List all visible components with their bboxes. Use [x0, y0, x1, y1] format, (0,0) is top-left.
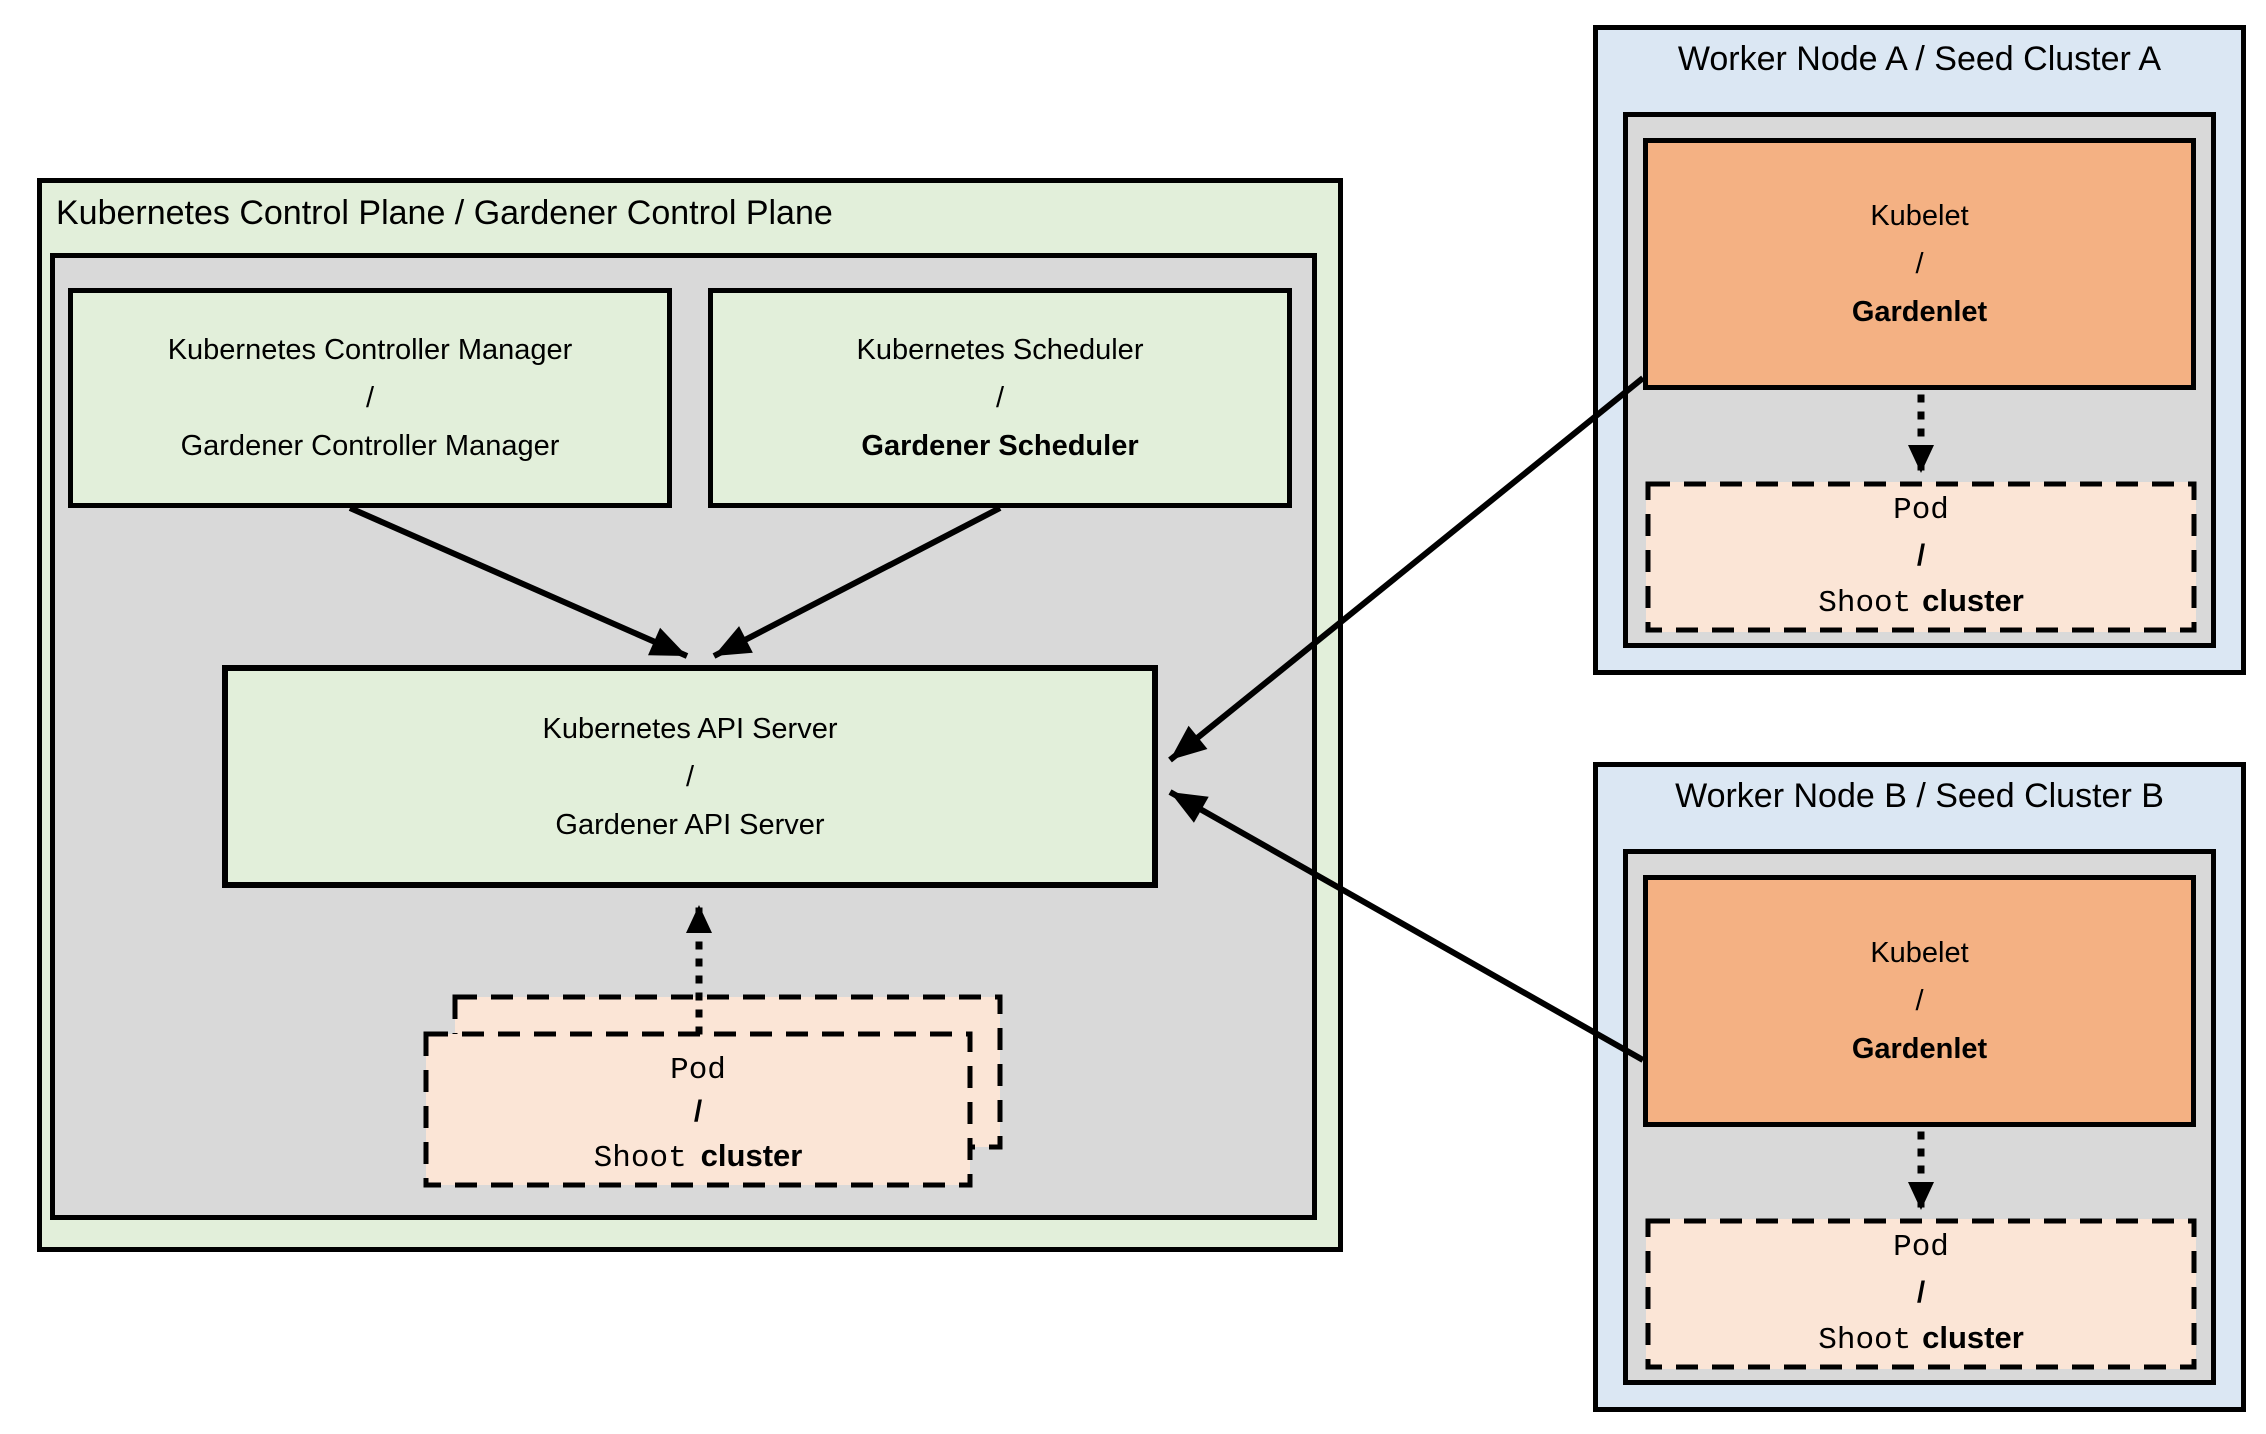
worker-node-a-title: Worker Node A / Seed Cluster A: [1677, 40, 2162, 78]
controller-manager-line1: Kubernetes Controller Manager: [167, 334, 573, 366]
kubelet-gardenlet-b-box: Kubelet / Gardenlet: [1643, 875, 2196, 1127]
pod-a-line2: Shoot cluster: [1818, 578, 2024, 626]
pod-b-line1: Pod: [1893, 1230, 1949, 1265]
scheduler-line1: Kubernetes Scheduler: [856, 334, 1144, 366]
scheduler-slash: /: [995, 382, 1005, 414]
pod-a-shoot-label: Shoot: [1818, 586, 1912, 621]
api-server-line2: Gardener API Server: [555, 808, 825, 841]
pod-shoot-cluster-b-box: Pod / Shoot cluster: [1646, 1219, 2196, 1369]
pod-b-line2: Shoot cluster: [1818, 1315, 2024, 1363]
kubelet-a-line1: Kubelet: [1870, 200, 1969, 232]
worker-node-b-title: Worker Node B / Seed Cluster B: [1675, 777, 2164, 815]
pod-a-line1: Pod: [1893, 493, 1949, 528]
pod-b-shoot-label: Shoot: [1818, 1323, 1912, 1358]
control-plane-title: Kubernetes Control Plane / Gardener Cont…: [56, 194, 833, 232]
scheduler-line2: Gardener Scheduler: [861, 430, 1139, 462]
pod-a-slash: /: [1916, 539, 1926, 572]
pod-shoot-cluster-a-box: Pod / Shoot cluster: [1646, 482, 2196, 632]
kubelet-a-line2: Gardenlet: [1851, 296, 1988, 328]
api-server-box: Kubernetes API Server / Gardener API Ser…: [222, 665, 1158, 888]
kubelet-gardenlet-a-box: Kubelet / Gardenlet: [1643, 138, 2196, 390]
kubelet-b-line2: Gardenlet: [1851, 1033, 1988, 1065]
pod-b-cluster-label: cluster: [1922, 1320, 2024, 1355]
kubelet-b-line1: Kubelet: [1870, 937, 1969, 969]
scheduler-box: Kubernetes Scheduler / Gardener Schedule…: [708, 288, 1292, 508]
controller-manager-slash: /: [365, 382, 375, 414]
controller-manager-box: Kubernetes Controller Manager / Gardener…: [68, 288, 672, 508]
controller-manager-line2: Gardener Controller Manager: [180, 430, 560, 462]
kubelet-b-slash: /: [1915, 985, 1924, 1017]
pod-b-slash: /: [1916, 1276, 1926, 1309]
api-server-line1: Kubernetes API Server: [542, 712, 838, 745]
api-server-slash: /: [685, 760, 695, 793]
kubelet-a-slash: /: [1915, 248, 1924, 280]
pod-a-cluster-label: cluster: [1922, 583, 2024, 618]
